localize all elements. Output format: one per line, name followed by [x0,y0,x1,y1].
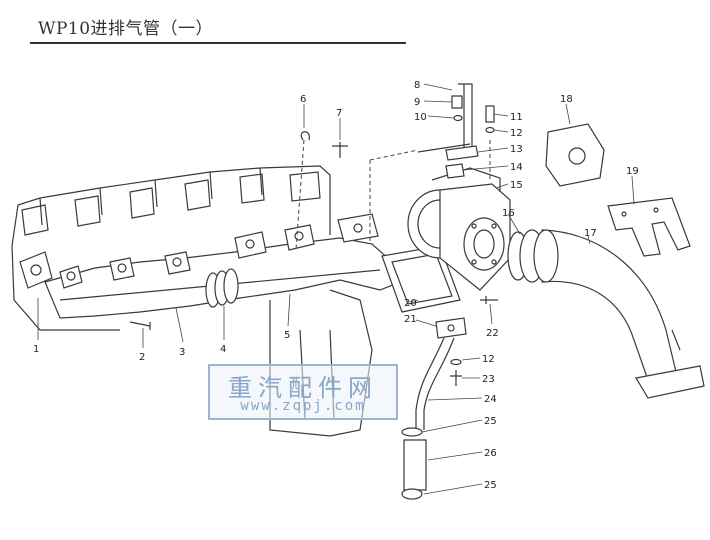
callout-15: 15 [510,180,523,191]
sealing-rings [205,268,239,308]
callout-12: 12 [510,128,523,139]
callout-14: 14 [510,162,523,173]
callout-25-upper: 25 [484,416,497,427]
callout-6: 6 [300,94,306,105]
callout-19: 19 [626,166,639,177]
leader-lines [37,83,635,495]
callout-3: 3 [179,347,185,358]
callout-labels: 1 2 3 4 5 6 7 8 9 10 11 12 13 14 15 16 1… [33,80,639,491]
callout-23: 23 [482,374,495,385]
callout-5: 5 [284,330,290,341]
callout-8: 8 [414,80,420,91]
callout-18: 18 [560,94,573,105]
callout-21: 21 [404,314,417,325]
callout-9: 9 [414,97,420,108]
assembly-lines [295,139,491,251]
watermark-title: 重汽配件网 [228,374,378,402]
callout-11: 11 [510,112,523,123]
callout-22: 22 [486,328,499,339]
callout-13: 13 [510,144,523,155]
callout-17: 17 [584,228,597,239]
callout-26: 26 [484,448,497,459]
callout-7: 7 [336,108,342,119]
title-underline [30,42,406,44]
oil-feed-pipe [417,83,495,179]
watermark-url: www.zqpj.com [240,398,366,414]
callout-20: 20 [404,298,417,309]
watermark: 重汽配件网 www.zqpj.com [208,364,398,420]
heat-shield [545,123,605,187]
turbocharger [407,167,511,291]
bolts [129,131,498,386]
callout-1: 1 [33,344,39,355]
callout-25-lower: 25 [484,480,497,491]
callout-16: 16 [502,208,515,219]
callout-10: 10 [414,112,427,123]
mounting-bracket [607,197,691,257]
callout-4: 4 [220,344,226,355]
callout-12-lower: 12 [482,354,495,365]
page-title: WP10进排气管（一） [38,19,214,39]
oil-return-pipe [401,317,467,500]
callout-2: 2 [139,352,145,363]
callout-24: 24 [484,394,497,405]
exhaust-elbow-pipe [533,229,705,399]
